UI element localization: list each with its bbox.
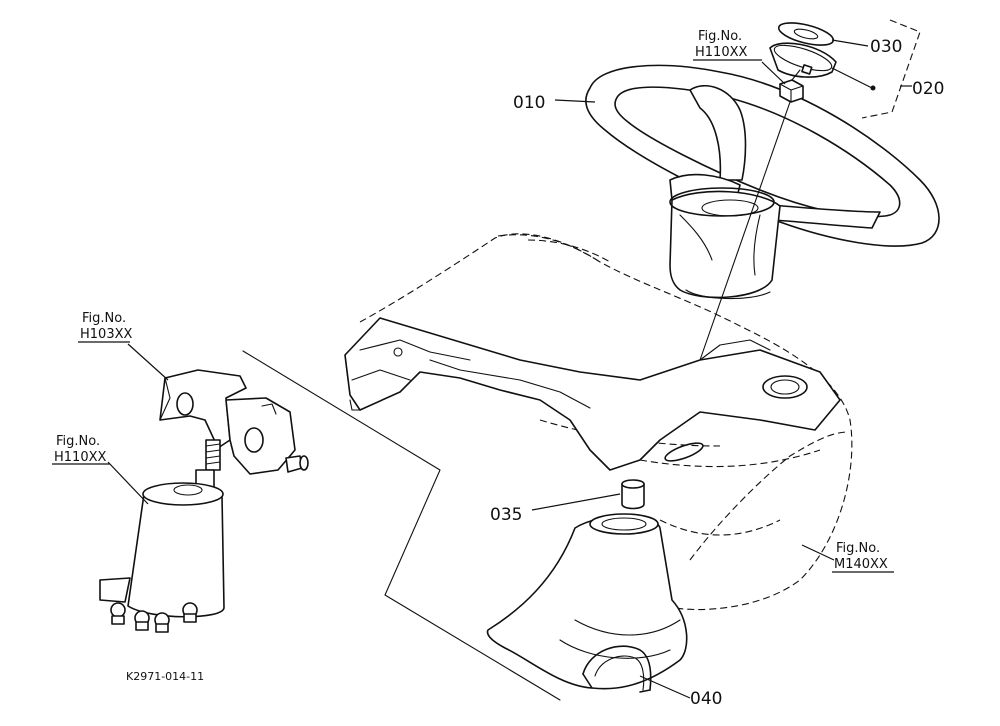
svg-text:Fig.No.: Fig.No.	[56, 434, 100, 449]
callout-040: 040	[690, 689, 722, 709]
column-cover	[486, 513, 688, 693]
callout-030: 030	[870, 37, 902, 57]
svg-text:H110XX: H110XX	[695, 45, 747, 60]
leader-lines	[107, 39, 912, 699]
callout-010: 010	[513, 93, 545, 113]
svg-text:H110XX: H110XX	[54, 450, 106, 465]
figref-h103: Fig.No. H103XX	[78, 311, 132, 343]
figref-h110-bottom: Fig.No. H110XX	[52, 434, 110, 465]
svg-text:Fig.No.: Fig.No.	[698, 29, 742, 44]
mounting-bracket	[159, 369, 309, 475]
bracket-020	[861, 19, 921, 119]
callout-dot-020	[870, 85, 876, 91]
drawing-code: K2971-014-11	[126, 670, 204, 683]
figref-m140: Fig.No. M140XX	[832, 541, 894, 573]
instrument-panel	[344, 317, 841, 471]
steering-valve	[99, 439, 225, 633]
svg-text:M140XX: M140XX	[834, 557, 888, 572]
reference-line	[242, 350, 561, 701]
dashboard-cowl	[359, 233, 853, 611]
collar-035	[621, 479, 645, 510]
steering-wheel	[585, 64, 940, 300]
callout-035: 035	[490, 505, 522, 525]
svg-text:Fig.No.: Fig.No.	[836, 541, 880, 556]
svg-text:H103XX: H103XX	[80, 327, 132, 342]
callout-020: 020	[912, 79, 944, 99]
figref-top: Fig.No. H110XX	[693, 29, 762, 61]
svg-text:Fig.No.: Fig.No.	[82, 311, 126, 326]
